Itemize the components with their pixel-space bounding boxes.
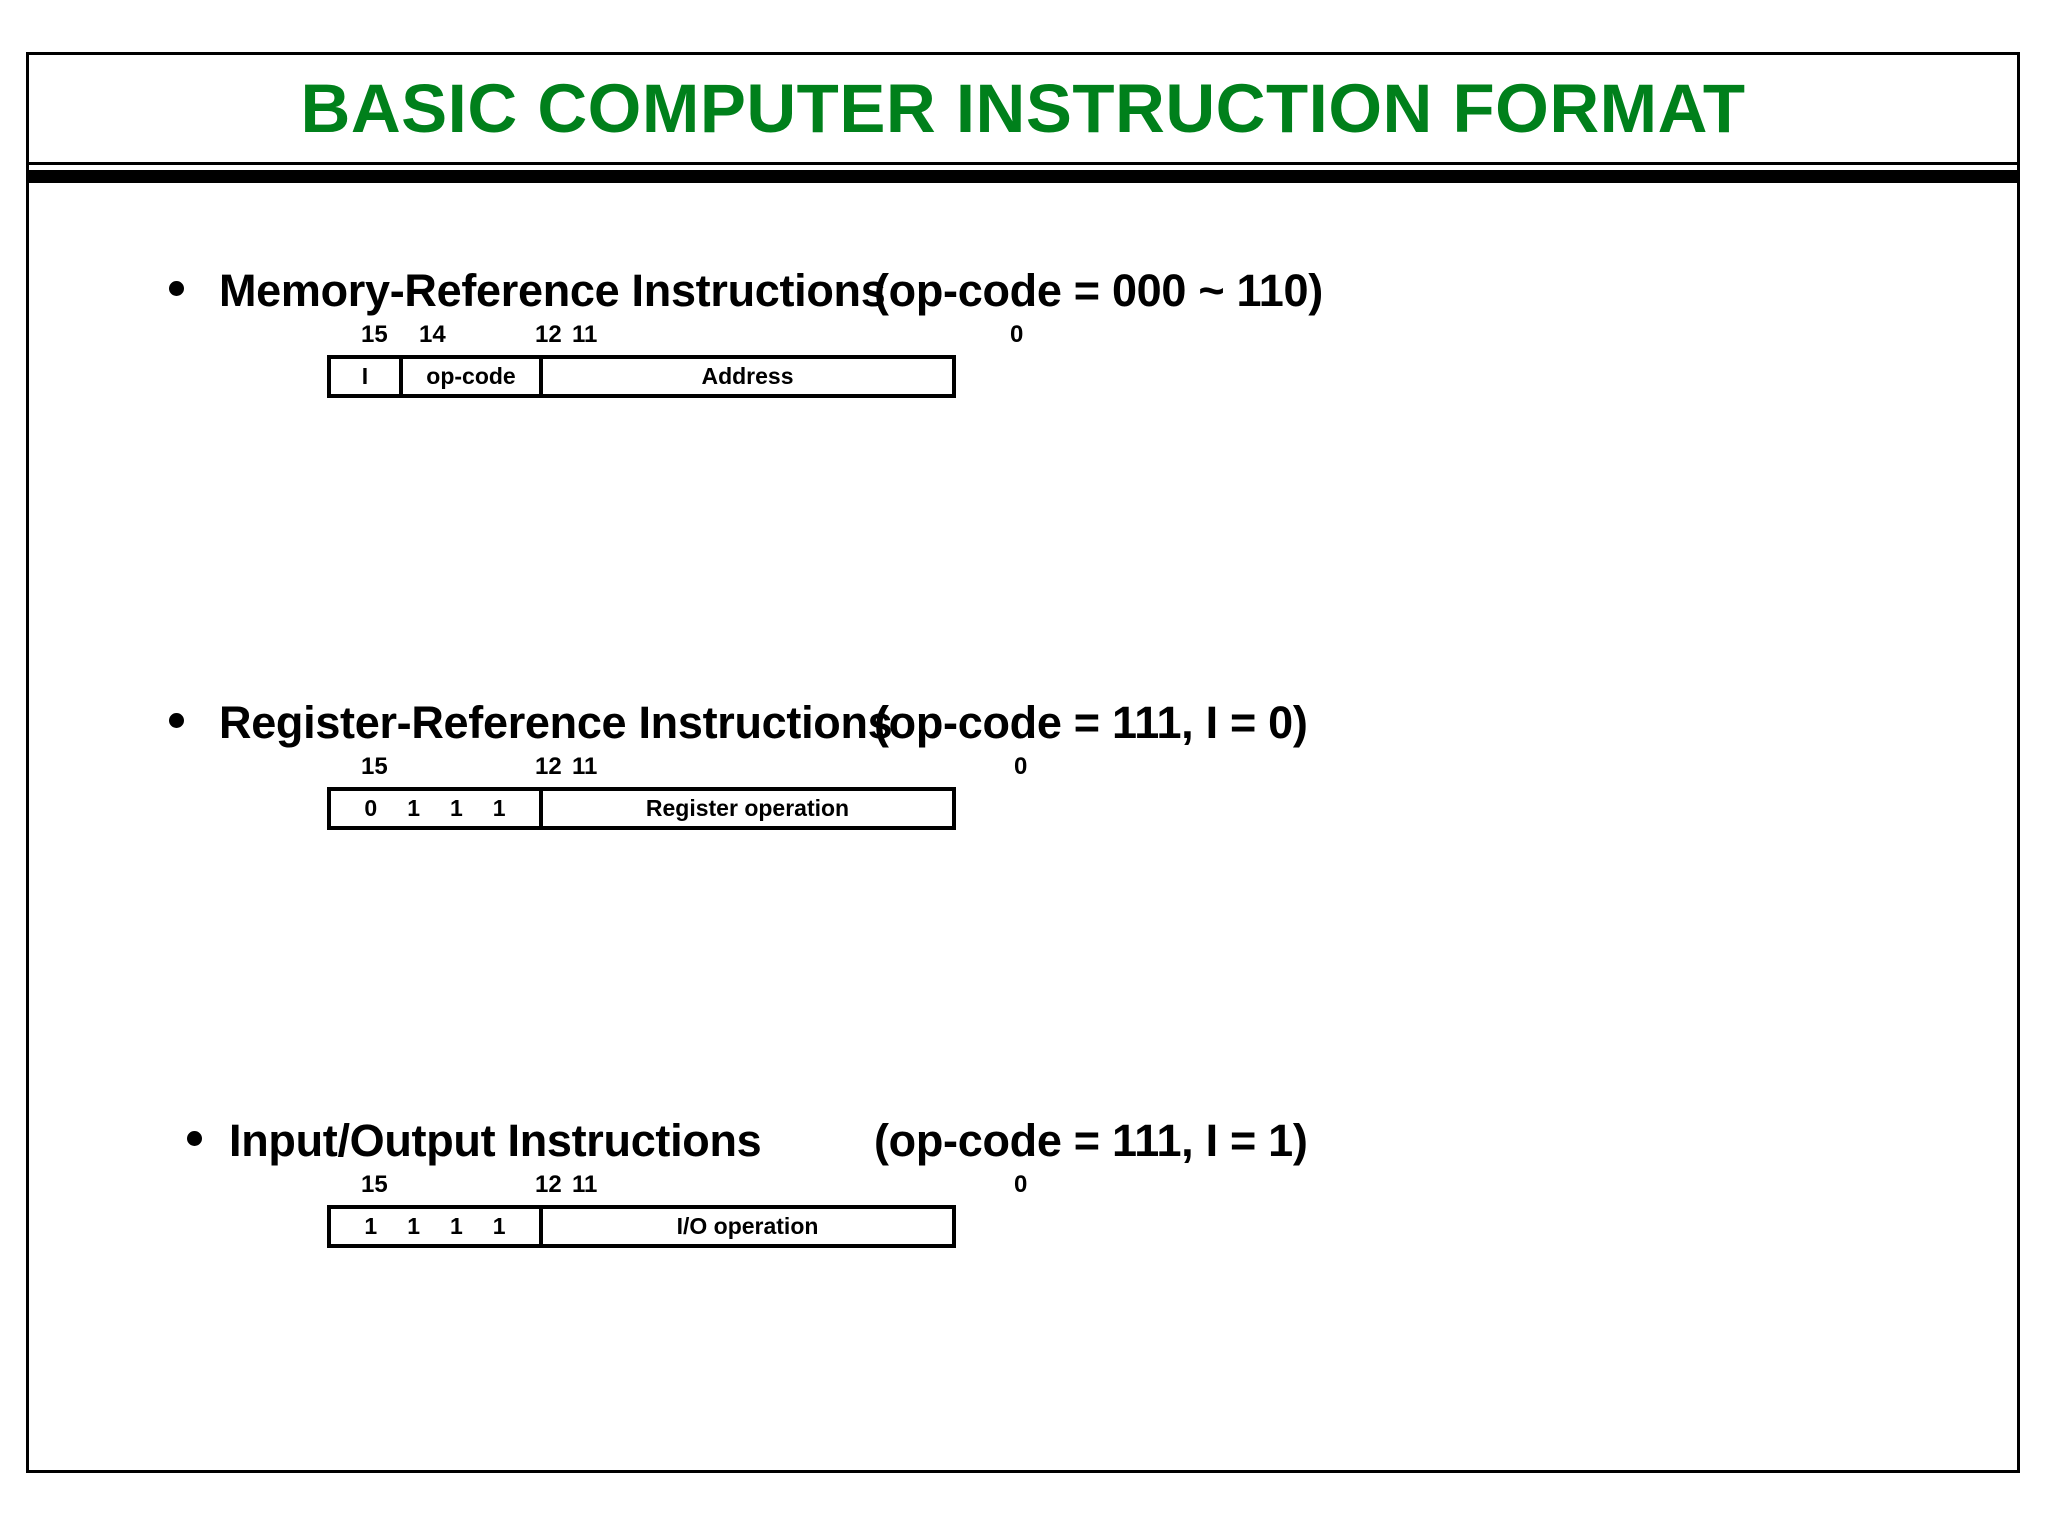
slide-body: Memory-Reference Instructions (op-code =… (29, 183, 2017, 1470)
bullet-dot-icon (169, 281, 184, 296)
field-opcode-bits: 1 1 1 1 (331, 1209, 539, 1244)
bit-index-0: 0 (1014, 753, 1028, 780)
instruction-format-register-reference: 15 12 11 0 0 1 1 1 Register operation (327, 755, 1167, 855)
section-register-reference: Register-Reference Instructions (op-code… (29, 683, 2017, 855)
bit-index-0: 0 (1010, 321, 1024, 348)
bit-index-12: 12 (535, 1171, 562, 1198)
bit-value-13: 1 (450, 795, 463, 821)
instruction-format-input-output: 15 12 11 0 1 1 1 1 I/O operation (327, 1173, 1167, 1273)
bullet-dot-icon (169, 713, 184, 728)
bit-group: 0 1 1 1 (331, 791, 539, 826)
instruction-format-memory-reference: 15 14 12 11 0 I op-code Address (327, 323, 1167, 423)
field-io-operation: I/O operation (539, 1209, 952, 1244)
bit-group: 1 1 1 1 (331, 1209, 539, 1244)
bit-index-row: 15 12 11 0 (327, 755, 1167, 787)
bit-index-15: 15 (361, 1171, 388, 1198)
bullet-heading-memory-reference: Memory-Reference Instructions (219, 265, 886, 316)
bit-value-12: 1 (492, 795, 506, 821)
field-op-code: op-code (399, 359, 539, 394)
section-memory-reference: Memory-Reference Instructions (op-code =… (29, 251, 2017, 423)
bit-index-12: 12 (535, 753, 562, 780)
title-divider-thin (29, 162, 2017, 165)
bullet-heading-register-reference: Register-Reference Instructions (219, 697, 893, 748)
bit-index-11: 11 (572, 753, 598, 780)
bit-index-11: 11 (572, 1171, 598, 1198)
bit-index-row: 15 12 11 0 (327, 1173, 1167, 1205)
field-indirect-bit: I (361, 363, 369, 389)
instruction-fields: 0 1 1 1 Register operation (327, 787, 956, 830)
bit-index-15: 15 (361, 321, 388, 348)
field-address: Address (539, 359, 952, 394)
instruction-fields: I op-code Address (327, 355, 956, 398)
bullet-dot-icon (187, 1131, 202, 1146)
page-title: BASIC COMPUTER INSTRUCTION FORMAT (300, 69, 1746, 147)
bit-index-14: 14 (419, 321, 446, 348)
bullet-row-input-output: Input/Output Instructions (op-code = 111… (29, 1101, 2017, 1173)
slide-frame: BASIC COMPUTER INSTRUCTION FORMAT Memory… (26, 52, 2020, 1473)
bullet-row-memory-reference: Memory-Reference Instructions (op-code =… (29, 251, 2017, 323)
bit-value-14: 1 (407, 795, 420, 821)
bullet-heading-input-output: Input/Output Instructions (229, 1115, 762, 1166)
slide-title-band: BASIC COMPUTER INSTRUCTION FORMAT (29, 55, 2017, 161)
bit-value-15: 0 (364, 795, 378, 821)
field-opcode-bits: 0 1 1 1 (331, 791, 539, 826)
bit-index-11: 11 (572, 321, 598, 348)
bit-index-row: 15 14 12 11 0 (327, 323, 1167, 355)
field-register-operation: Register operation (539, 791, 952, 826)
bit-value-12: 1 (492, 1213, 506, 1239)
bullet-note-input-output: (op-code = 111, I = 1) (874, 1115, 1308, 1166)
bullet-note-register-reference: (op-code = 111, I = 0) (874, 697, 1308, 748)
bit-value-13: 1 (450, 1213, 463, 1239)
bit-index-12: 12 (535, 321, 562, 348)
bit-index-15: 15 (361, 753, 388, 780)
bullet-row-register-reference: Register-Reference Instructions (op-code… (29, 683, 2017, 755)
title-divider-thick (29, 170, 2017, 183)
bit-value-15: 1 (364, 1213, 378, 1239)
bullet-note-memory-reference: (op-code = 000 ~ 110) (874, 265, 1323, 316)
section-input-output: Input/Output Instructions (op-code = 111… (29, 1101, 2017, 1273)
instruction-fields: 1 1 1 1 I/O operation (327, 1205, 956, 1248)
bit-index-0: 0 (1014, 1171, 1028, 1198)
bit-value-14: 1 (407, 1213, 420, 1239)
